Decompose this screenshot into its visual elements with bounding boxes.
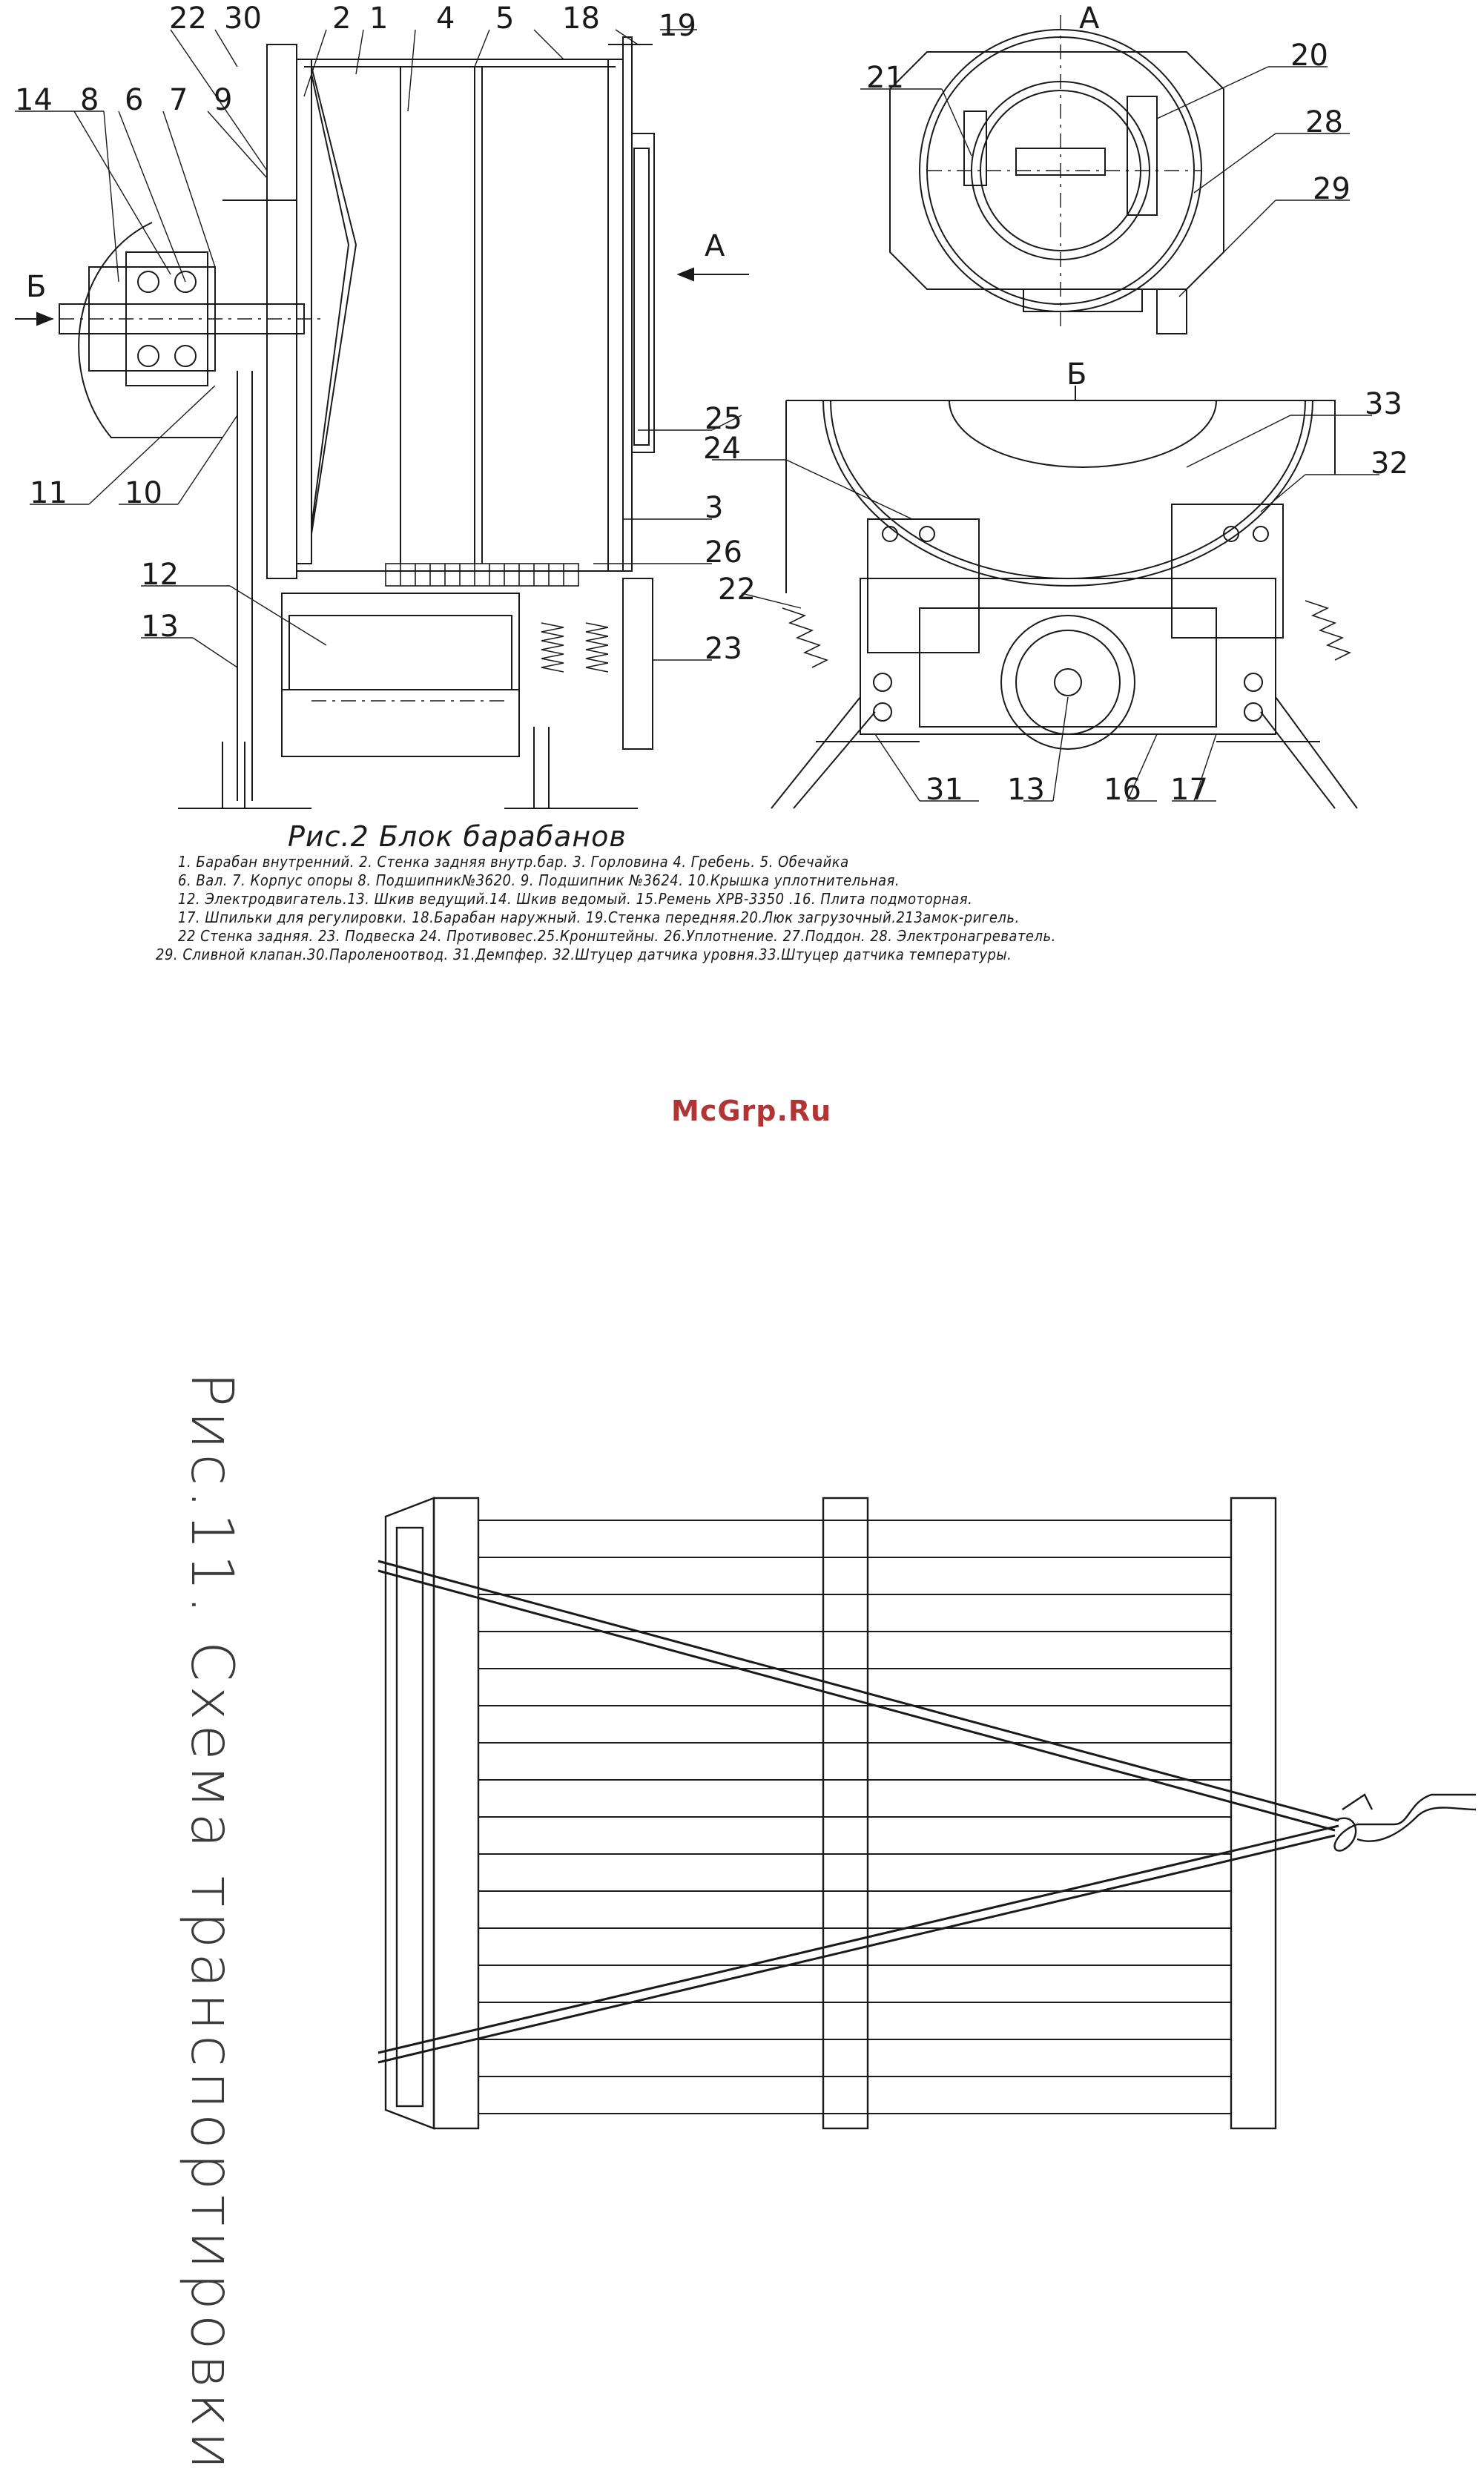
callout-4: 4 xyxy=(436,1,455,36)
callout-32: 32 xyxy=(1371,446,1408,481)
side-section-view xyxy=(15,29,749,809)
callout-9: 9 xyxy=(214,83,232,117)
callout-5: 5 xyxy=(495,1,514,36)
callout-10: 10 xyxy=(125,476,162,510)
callout-16: 16 xyxy=(1104,773,1141,807)
callout-8: 8 xyxy=(80,83,99,117)
callout-22: 22 xyxy=(169,1,207,36)
view-label-a: А xyxy=(1079,1,1100,36)
arrow-label-a: А xyxy=(705,229,725,263)
legend-line: 29. Сливной клапан.30.Пароленоотвод. 31.… xyxy=(156,946,1012,963)
callout-27: 26 xyxy=(705,535,742,570)
callout-18: 18 xyxy=(562,1,600,36)
callout-20: 20 xyxy=(1290,39,1328,73)
view-b-drawing xyxy=(712,386,1379,809)
callout-29: 29 xyxy=(1313,172,1351,206)
legend-line: 1. Барабан внутренний. 2. Стенка задняя … xyxy=(178,853,849,871)
callout-21: 21 xyxy=(866,61,904,95)
figure2-caption: Рис.2 Блок барабанов xyxy=(288,820,627,853)
callout-7: 7 xyxy=(169,83,188,117)
view-label-b: Б xyxy=(1066,357,1086,392)
callout-23: 22 xyxy=(718,573,756,607)
legend-line: 12. Электродвигатель.13. Шкив ведущий.14… xyxy=(178,890,973,908)
callout-2: 2 xyxy=(332,1,351,36)
callout-28: 28 xyxy=(1305,105,1343,139)
view-a-drawing xyxy=(860,15,1350,334)
callout-11: 11 xyxy=(30,476,67,510)
figure2-legend: 1. Барабан внутренний. 2. Стенка задняя … xyxy=(156,853,1268,964)
legend-line: 6. Вал. 7. Корпус опоры 8. Подшипник№362… xyxy=(178,871,900,889)
callout-12: 12 xyxy=(141,558,179,592)
callout-24: 23 xyxy=(705,632,742,666)
callout-numbers: 14 8 6 7 9 22 30 2 1 4 5 18 19 11 10 12 … xyxy=(15,1,1408,807)
callout-19: 19 xyxy=(659,9,696,43)
legend-line: 22 Стенка задняя. 23. Подвеска 24. Проти… xyxy=(178,927,1056,945)
callout-17: 17 xyxy=(1170,773,1208,807)
callout-14: 14 xyxy=(15,83,53,117)
callout-1: 1 xyxy=(369,1,388,36)
callout-25: 24 xyxy=(703,432,741,466)
callout-30: 30 xyxy=(224,1,262,36)
callout-13-b: 13 xyxy=(1007,773,1045,807)
figure2-drawing: 14 8 6 7 9 22 30 2 1 4 5 18 19 11 10 12 … xyxy=(15,1,1408,809)
callout-26: 25 xyxy=(705,402,742,436)
callout-31: 31 xyxy=(926,773,963,807)
arrow-label-b: Б xyxy=(26,270,46,304)
callout-33: 33 xyxy=(1365,387,1402,421)
figure11-caption: Рис.11. Схема транспортировки xyxy=(178,1372,245,2474)
watermark-text: McGrp.Ru xyxy=(671,1095,832,1127)
callout-3: 3 xyxy=(705,491,723,525)
callout-13: 13 xyxy=(141,610,179,644)
callout-6: 6 xyxy=(125,83,143,117)
legend-line: 17. Шпильки для регулировки. 18.Барабан … xyxy=(178,908,1020,926)
